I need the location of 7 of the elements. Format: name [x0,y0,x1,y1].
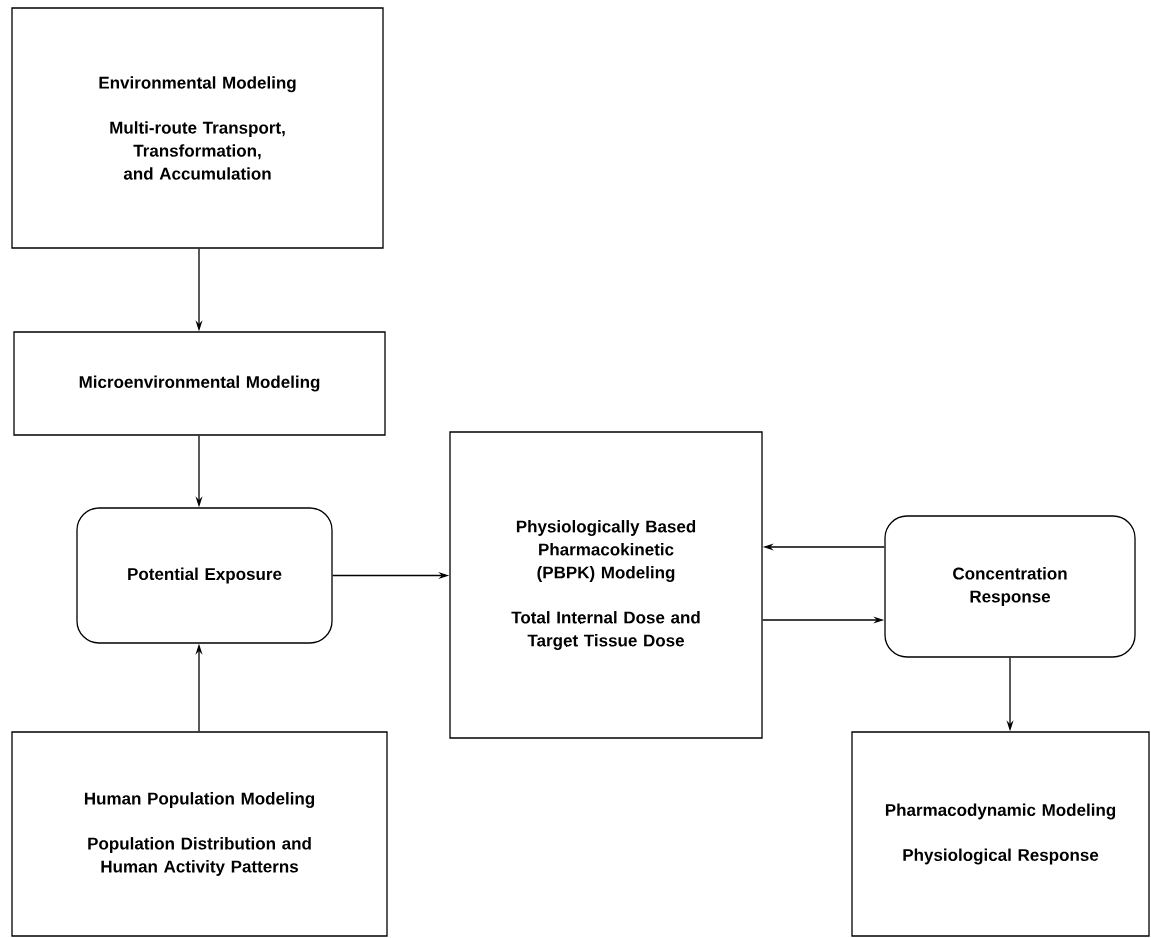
rounded-box: Potential Exposure [76,507,333,644]
process-box: Environmental Modeling Multi-route Transport, Transformation, and Accumulation [11,7,384,249]
process-box: Physiologically Based Pharmacokinetic (PBPK) Modeling Total Internal Dose and Target Tissue Dose [449,431,763,739]
process-box: Human Population Modeling Population Distribution and Human Activity Patterns [11,731,388,937]
rounded-box: Concentration Response [884,515,1136,658]
process-box: Pharmacodynamic Modeling Physiological Response [851,731,1150,937]
process-box: Microenvironmental Modeling [13,331,386,436]
